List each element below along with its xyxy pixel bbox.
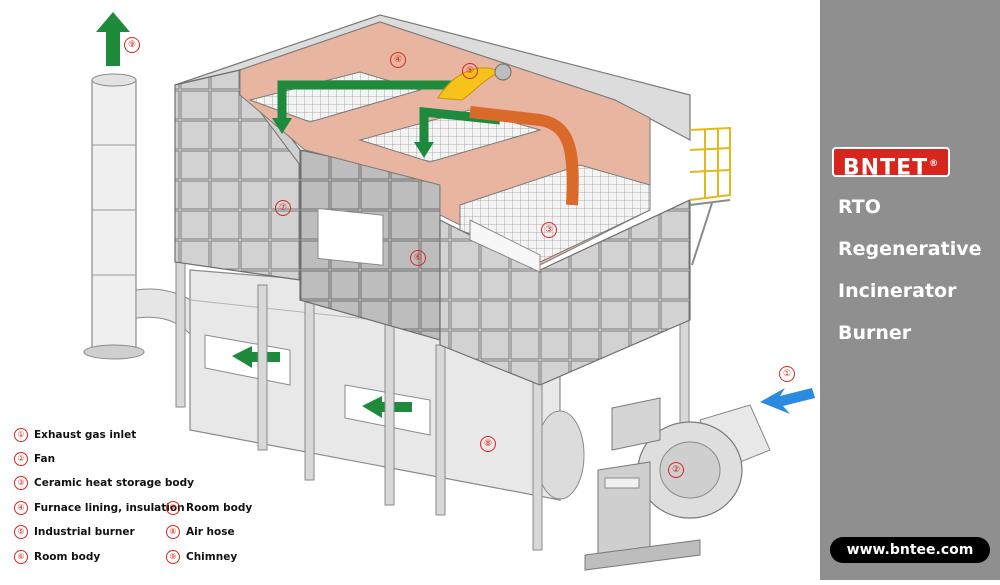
legend-label: Fan <box>34 453 56 465</box>
exhaust-arrow-icon <box>96 12 130 66</box>
callout-9: ⑨ <box>124 37 140 53</box>
legend-number: ⑤ <box>14 525 28 539</box>
title-line-3: Incinerator <box>838 280 957 302</box>
fan-unit <box>584 397 771 571</box>
legend-number: ⑨ <box>166 550 180 564</box>
legend-number: ⑥ <box>14 550 28 564</box>
legend-label: Air hose <box>186 526 235 538</box>
title-line-2: Regenerative <box>838 238 982 260</box>
legend-number: ② <box>14 452 28 466</box>
legend-number: ① <box>14 428 28 442</box>
legend-label: Furnace lining, insulation <box>34 502 185 514</box>
brand-logo-text: BNTET <box>842 155 929 181</box>
legend-label: Room body <box>34 551 101 563</box>
legend-label: Exhaust gas inlet <box>34 429 137 441</box>
website-link[interactable]: www.bntee.com <box>830 537 990 563</box>
rto-illustration <box>83 12 815 571</box>
chimney <box>83 73 211 360</box>
legend-label: Ceramic heat storage body <box>34 477 194 489</box>
legend-item-8: ⑧ Air hose <box>166 525 235 539</box>
legend-item-5: ⑤ Industrial burner <box>14 525 135 539</box>
legend-item-1: ① Exhaust gas inlet <box>14 428 136 442</box>
burner-flame-icon <box>437 63 512 101</box>
callout-8: ⑧ <box>480 436 496 452</box>
legend-label: Room body <box>186 502 253 514</box>
inlet-arrow-icon <box>760 388 815 414</box>
legend-number: ⑦ <box>166 501 180 515</box>
service-platform <box>689 126 731 266</box>
callout-1: ① <box>779 366 795 382</box>
legend: ① Exhaust gas inlet ② Fan ③ Ceramic heat st… <box>14 424 264 574</box>
callout-3: ③ <box>541 222 557 238</box>
legend-item-4: ④ Furnace lining, insulation <box>14 501 185 515</box>
callout-4: ④ <box>390 52 406 68</box>
legend-number: ③ <box>14 476 28 490</box>
side-panel <box>820 0 1000 580</box>
callout-6: ⑥ <box>410 250 426 266</box>
legend-number: ④ <box>14 501 28 515</box>
callout-2: ② <box>668 462 684 478</box>
legend-label: Industrial burner <box>34 526 135 538</box>
legend-item-7: ⑦ Room body <box>166 501 252 515</box>
callout-7: ⑦ <box>275 200 291 216</box>
legend-item-2: ② Fan <box>14 452 55 466</box>
registered-mark: ® <box>929 159 940 169</box>
brand-logo: BNTET® <box>832 147 950 181</box>
rto-chamber-body <box>174 14 691 386</box>
legend-item-6: ⑥ Room body <box>14 550 100 564</box>
legend-item-9: ⑨ Chimney <box>166 550 237 564</box>
legend-number: ⑧ <box>166 525 180 539</box>
legend-item-3: ③ Ceramic heat storage body <box>14 476 194 490</box>
callout-5: ⑤ <box>462 63 478 79</box>
legend-label: Chimney <box>186 551 238 563</box>
title-line-1: RTO <box>838 196 881 218</box>
title-line-4: Burner <box>838 322 912 344</box>
